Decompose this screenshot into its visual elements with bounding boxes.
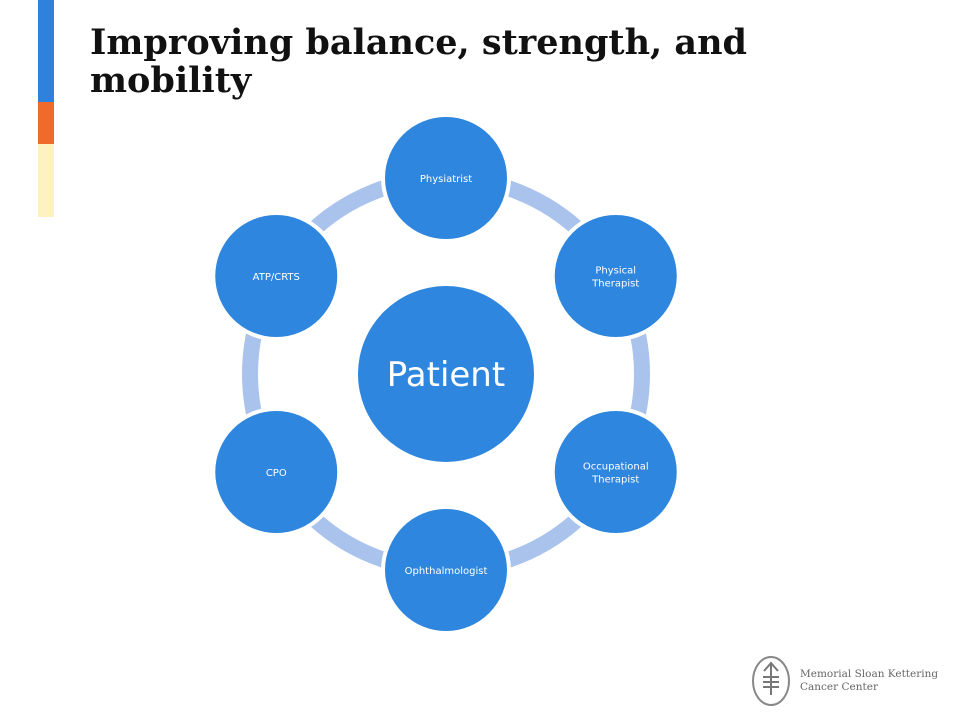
role-node bbox=[215, 215, 338, 337]
accent-bar-orange bbox=[38, 102, 54, 144]
tree-logo-icon bbox=[752, 656, 790, 706]
accent-bar-blue bbox=[38, 0, 54, 102]
role-node-label: Occupational bbox=[583, 462, 649, 473]
role-node bbox=[385, 509, 507, 631]
patient-node bbox=[358, 286, 534, 462]
role-node bbox=[215, 411, 338, 533]
role-node-label: CPO bbox=[266, 468, 287, 479]
slide-title: Improving balance, strength, and mobilit… bbox=[90, 22, 748, 101]
logo-line-1: Memorial Sloan Kettering bbox=[800, 668, 939, 680]
patient-label: Patient bbox=[387, 355, 505, 395]
role-node-label: Therapist bbox=[591, 475, 639, 486]
accent-bar-yellow bbox=[38, 144, 54, 217]
logo-line-2: Cancer Center bbox=[800, 681, 878, 693]
role-node-label: Ophthalmologist bbox=[405, 566, 488, 577]
role-node bbox=[385, 117, 507, 239]
role-node-label: ATP/CRTS bbox=[253, 272, 300, 283]
role-node-label: Physiatrist bbox=[420, 174, 472, 185]
mskcc-logo: Memorial Sloan Kettering Cancer Center bbox=[750, 655, 938, 707]
role-node-label: Therapist bbox=[591, 279, 639, 290]
role-node-label: Physical bbox=[595, 266, 636, 277]
role-node bbox=[554, 215, 677, 337]
role-node bbox=[554, 411, 677, 533]
